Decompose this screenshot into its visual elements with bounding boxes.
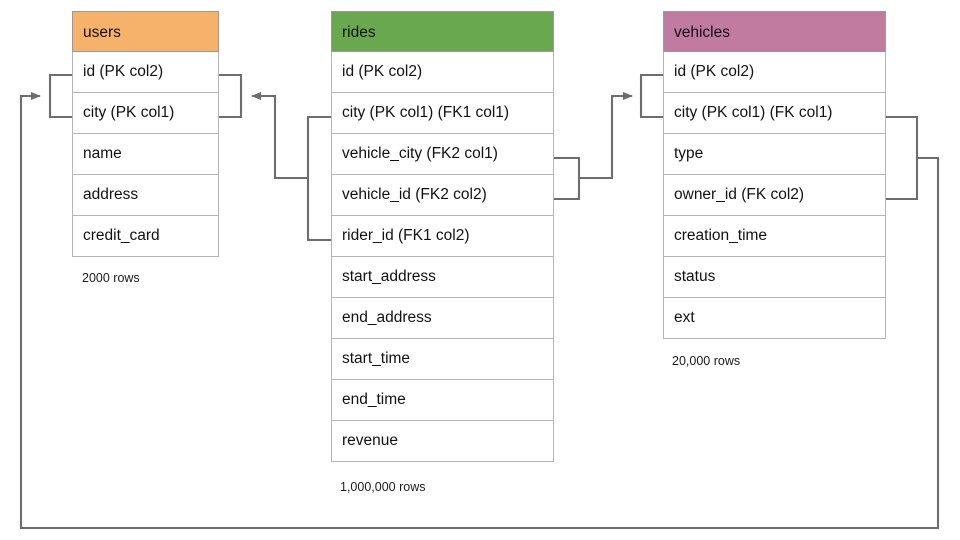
table-rides-column-id[interactable]: id (PK col2) — [331, 52, 554, 93]
connector-vehicles-right-bracket — [886, 115, 919, 201]
table-rides-column-city[interactable]: city (PK col1) (FK1 col1) — [331, 93, 554, 134]
table-users-column-name[interactable]: name — [72, 134, 219, 175]
table-rides[interactable]: rides id (PK col2) city (PK col1) (FK1 c… — [331, 11, 554, 462]
connector-users-left-bracket — [48, 73, 72, 119]
table-vehicles-column-owner-id[interactable]: owner_id (FK col2) — [663, 175, 886, 216]
table-users-column-id[interactable]: id (PK col2) — [72, 52, 219, 93]
table-users-row-count: 2000 rows — [82, 271, 140, 285]
table-vehicles-header: vehicles — [663, 11, 886, 52]
table-users-column-city[interactable]: city (PK col1) — [72, 93, 219, 134]
table-vehicles-column-id[interactable]: id (PK col2) — [663, 52, 886, 93]
table-users[interactable]: users id (PK col2) city (PK col1) name a… — [72, 11, 219, 257]
table-rides-row-count: 1,000,000 rows — [340, 480, 426, 494]
table-rides-column-start-time[interactable]: start_time — [331, 339, 554, 380]
connector-rides-fk2-bracket — [554, 156, 581, 201]
table-vehicles-column-ext[interactable]: ext — [663, 298, 886, 339]
table-vehicles-column-creation-time[interactable]: creation_time — [663, 216, 886, 257]
table-vehicles-column-city[interactable]: city (PK col1) (FK col1) — [663, 93, 886, 134]
table-rides-header: rides — [331, 11, 554, 52]
table-rides-column-revenue[interactable]: revenue — [331, 421, 554, 462]
connector-rides-fk1-to-users — [251, 92, 308, 180]
table-rides-column-vehicle-id[interactable]: vehicle_id (FK2 col2) — [331, 175, 554, 216]
table-rides-column-vehicle-city[interactable]: vehicle_city (FK2 col1) — [331, 134, 554, 175]
table-users-column-address[interactable]: address — [72, 175, 219, 216]
connector-rides-fk2-to-vehicles — [579, 92, 633, 180]
connector-users-right-bracket — [219, 73, 243, 119]
table-vehicles-row-count: 20,000 rows — [672, 354, 741, 368]
connector-rides-fk1-bracket — [306, 115, 331, 242]
table-rides-column-end-address[interactable]: end_address — [331, 298, 554, 339]
table-rides-column-end-time[interactable]: end_time — [331, 380, 554, 421]
table-users-header: users — [72, 11, 219, 52]
table-vehicles-column-type[interactable]: type — [663, 134, 886, 175]
table-rides-column-start-address[interactable]: start_address — [331, 257, 554, 298]
table-vehicles-column-status[interactable]: status — [663, 257, 886, 298]
table-users-column-credit-card[interactable]: credit_card — [72, 216, 219, 257]
connector-vehicles-left-bracket — [639, 73, 663, 119]
table-vehicles[interactable]: vehicles id (PK col2) city (PK col1) (FK… — [663, 11, 886, 339]
table-rides-column-rider-id[interactable]: rider_id (FK1 col2) — [331, 216, 554, 257]
